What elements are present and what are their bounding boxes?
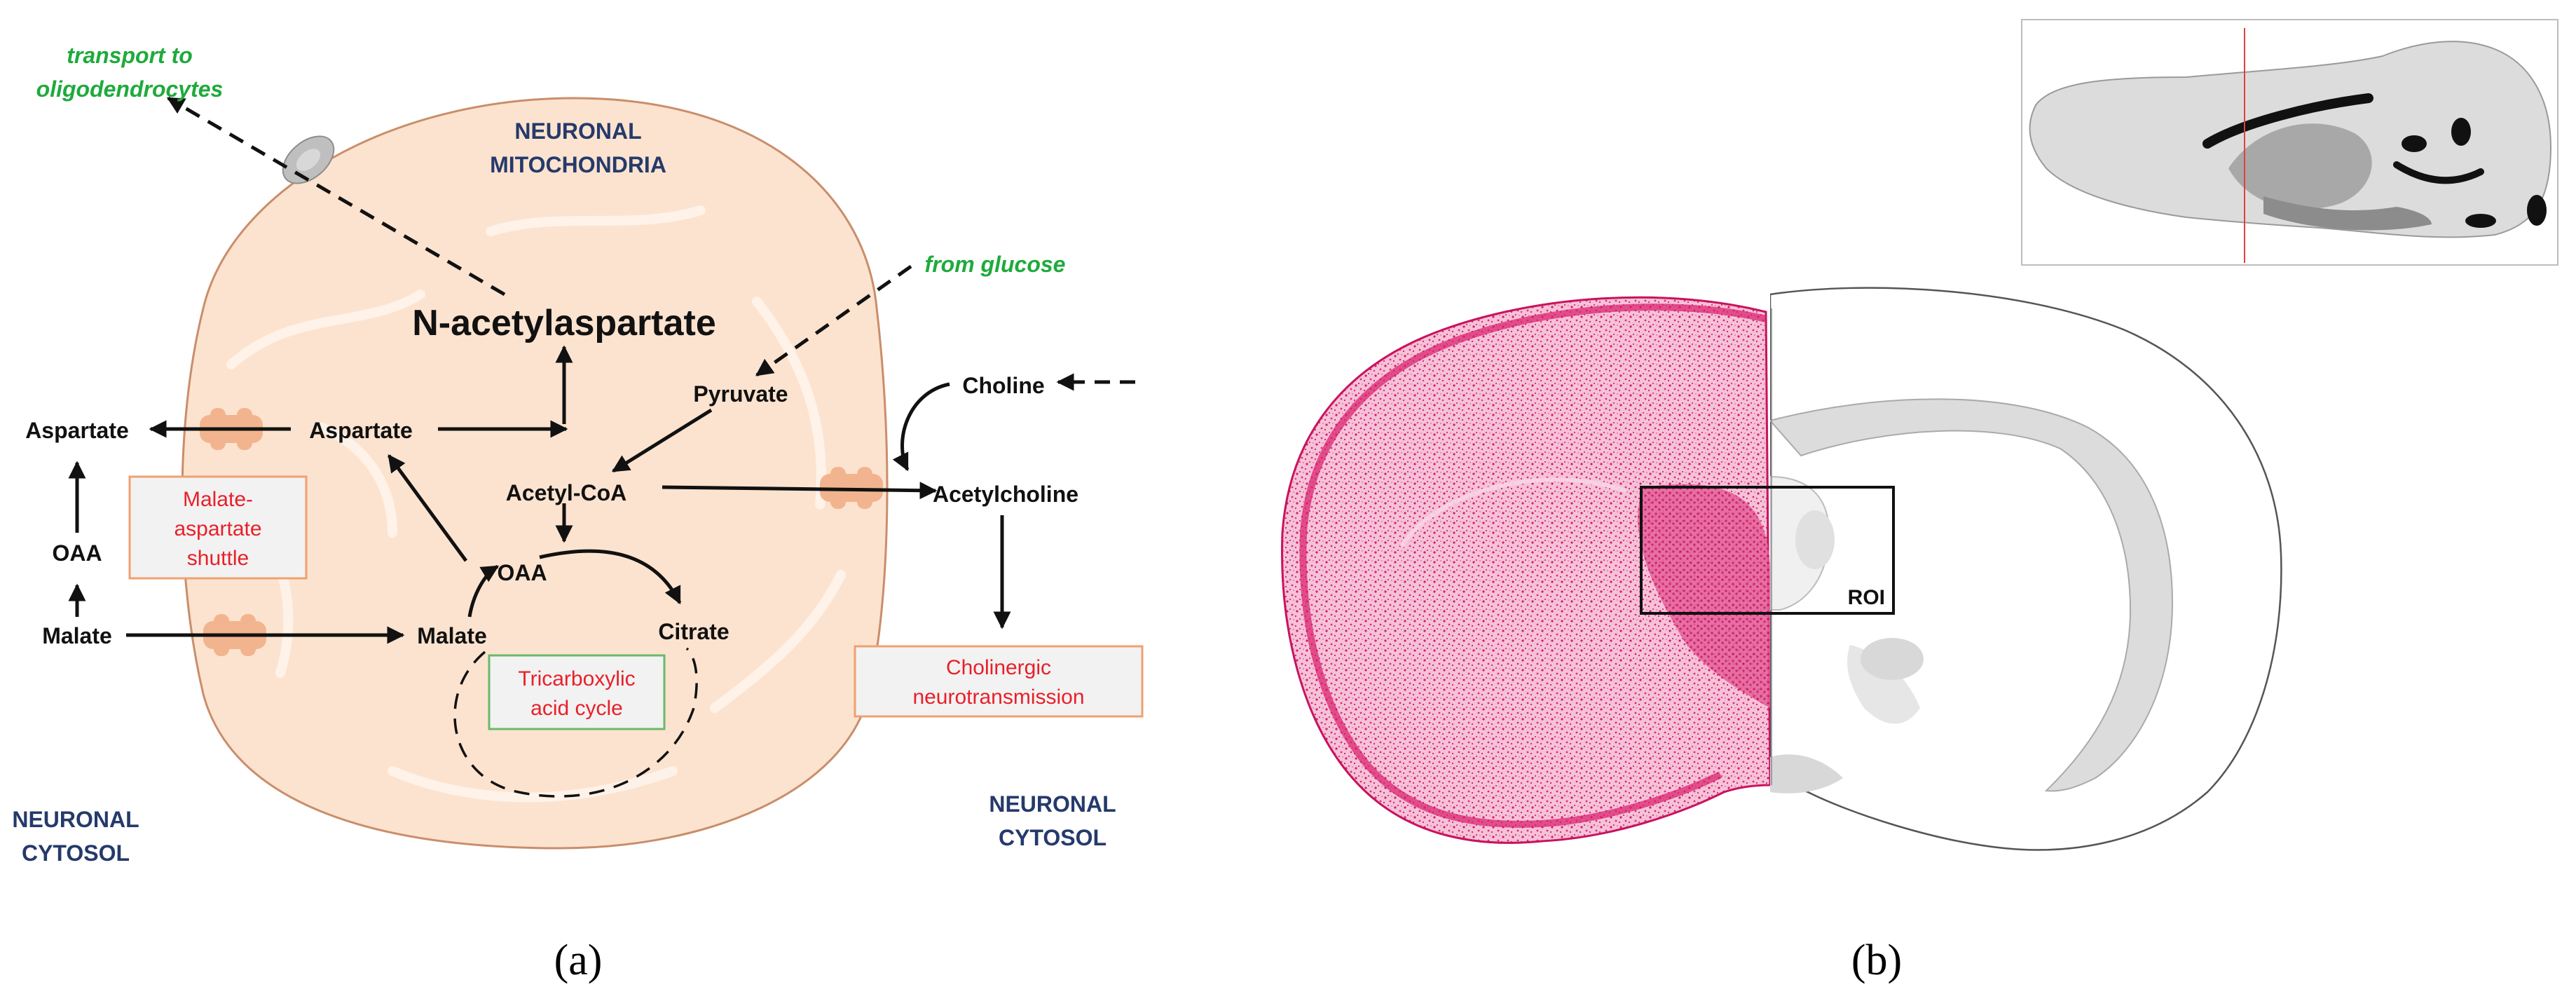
panel-b-caption: (b) [1851, 937, 1902, 984]
shuttle-label-line1: Malate- [183, 488, 253, 511]
panel-b-brain: ROI (b) [1281, 19, 2558, 984]
sagittal-ventricle-5 [2527, 195, 2547, 226]
aspartate-inner-label: Aspartate [309, 418, 413, 443]
oaa-inner-label: OAA [497, 560, 547, 585]
citrate-label: Citrate [658, 619, 729, 644]
arrow-malate-to-oaa [467, 564, 500, 618]
panel-a-pathway: NEURONAL MITOCHONDRIA NEURONAL CYTOSOL N… [12, 43, 1144, 984]
acetyl-coa-label: Acetyl-CoA [506, 480, 626, 505]
tca-label-line1: Tricarboxylic [518, 667, 635, 690]
choline-label: Choline [962, 373, 1044, 398]
coronal-atlas-half [1770, 287, 2282, 851]
malate-inner-label: Malate [417, 623, 487, 648]
pyruvate-label: Pyruvate [693, 381, 788, 407]
sagittal-inset [2021, 19, 2558, 266]
arrow-oaa-cycle-to-citrate [539, 549, 682, 605]
mitochondria-label-line2: MITOCHONDRIA [490, 152, 666, 177]
coronal-stained-half [1281, 296, 1770, 844]
arrow-tca-to-aspartate [387, 454, 468, 562]
transport-label-line2: oligodendrocytes [36, 76, 224, 102]
cholinergic-box: Cholinergic neurotransmission [854, 645, 1144, 718]
malate-outer-label: Malate [42, 623, 112, 648]
sagittal-ventricle-3 [2402, 135, 2427, 152]
acetylcholine-label: Acetylcholine [933, 482, 1078, 507]
cytosol-left-label-line1: NEURONAL [12, 807, 139, 832]
arrow-naa-to-oligodendrocytes [166, 96, 506, 297]
cytosol-left-label-line2: CYTOSOL [22, 840, 130, 866]
roi-label: ROI [1848, 586, 1885, 609]
panel-a-caption: (a) [554, 937, 603, 984]
mitochondria-label-line1: NEURONAL [514, 118, 641, 144]
cytosol-right-label-line1: NEURONAL [989, 791, 1116, 817]
cholinergic-label-line1: Cholinergic [946, 656, 1051, 679]
shuttle-label-line3: shuttle [187, 547, 249, 570]
tca-cycle-dashed-ring [453, 647, 698, 798]
mitochondrion-body [181, 97, 889, 850]
arrow-pyruvate-to-acetylcoa [611, 408, 713, 473]
malate-aspartate-shuttle-box: Malate- aspartate shuttle [128, 475, 308, 580]
sagittal-ventricle-4 [2451, 118, 2471, 146]
oaa-outer-label: OAA [52, 540, 102, 566]
cholinergic-label-line2: neurotransmission [912, 686, 1084, 709]
sagittal-ventricle-2 [2393, 161, 2484, 184]
sagittal-midbrain [2263, 196, 2432, 231]
aspartate-outer-label: Aspartate [25, 418, 129, 443]
roi-box [1640, 486, 1895, 615]
tca-cycle-box: Tricarboxylic acid cycle [488, 654, 666, 730]
transport-label-line1: transport to [67, 43, 193, 68]
arrow-choline-to-acetylcholine [892, 382, 950, 472]
naa-label: N-acetylaspartate [412, 303, 716, 343]
sagittal-hippocampus [2228, 123, 2372, 210]
sagittal-ventricle-6 [2465, 214, 2496, 228]
pathway-arrows [68, 96, 1135, 798]
sagittal-ventricle-1 [2202, 93, 2373, 149]
cytosol-right-label-line2: CYTOSOL [999, 825, 1107, 850]
arrow-glucose-to-pyruvate [755, 264, 912, 377]
from-glucose-label: from glucose [925, 252, 1066, 277]
shuttle-label-line2: aspartate [174, 517, 261, 540]
arrow-acetylcoa-to-acetylcholine [662, 482, 938, 500]
tca-label-line2: acid cycle [530, 697, 623, 720]
